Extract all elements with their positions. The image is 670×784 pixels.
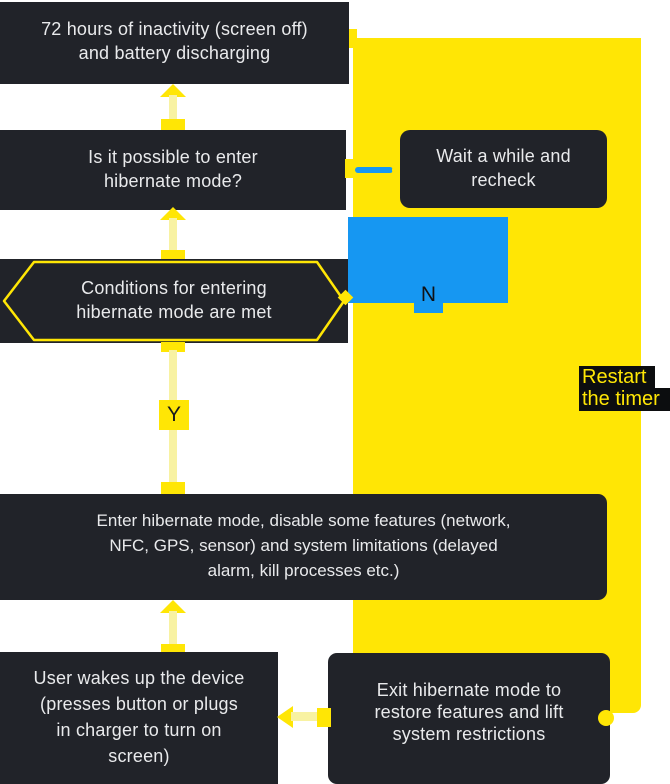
yellow-connector-top-tab (346, 29, 357, 48)
node-question-line1: Is it possible to enter (88, 147, 258, 167)
arrow-up-1-cap (161, 119, 185, 131)
node-wake-line1: User wakes up the device (33, 668, 245, 688)
blue-highlight (348, 217, 508, 303)
yes-branch-cap-top (161, 342, 185, 352)
arrow-up-3-shaft (169, 611, 177, 647)
arrow-left-shaft (291, 712, 320, 721)
node-conditions-line2: hibernate mode are met (76, 302, 272, 322)
node-wait-line1: Wait a while and (436, 146, 571, 166)
arrow-left-cap (317, 708, 331, 727)
node-enter-line1: Enter hibernate mode, disable some featu… (96, 511, 511, 530)
node-conditions-background (0, 259, 348, 343)
arrow-up-2-shaft (169, 218, 177, 252)
yellow-loop-end-dot (598, 710, 614, 726)
node-conditions-line1: Conditions for entering (81, 278, 267, 298)
node-user-wakes: User wakes up the device (presses button… (0, 652, 278, 784)
node-enter-line2: NFC, GPS, sensor) and system limitations… (109, 536, 498, 555)
label-restart-timer-line2: the timer (579, 388, 670, 411)
node-question-line2: hibernate mode? (103, 171, 243, 191)
node-exit-line2: restore features and lift (374, 702, 564, 722)
no-branch-arrow (355, 167, 393, 173)
node-wake-line3: in charger to turn on (56, 720, 222, 740)
node-exit-line1: Exit hibernate mode to (376, 680, 562, 700)
node-inactivity-line1: 72 hours of inactivity (screen off) (41, 19, 308, 39)
blue-highlight-tab (414, 303, 443, 313)
label-no: N (420, 283, 437, 306)
no-branch-connector-cap (345, 159, 356, 178)
node-wait-line2: recheck (471, 170, 536, 190)
node-wake-line4: screen) (108, 746, 170, 766)
node-conditions-hexagon: Conditions for entering hibernate mode a… (0, 259, 348, 343)
node-inactivity-line2: and battery discharging (78, 43, 271, 63)
arrow-up-1-shaft (169, 95, 177, 121)
node-question: Is it possible to enter hibernate mode? (0, 130, 346, 210)
label-restart-timer-line1: Restart (579, 366, 655, 388)
yes-branch-cap-bottom (161, 482, 185, 494)
node-inactivity: 72 hours of inactivity (screen off) and … (0, 2, 349, 84)
node-enter-line3: alarm, kill processes etc.) (207, 561, 400, 580)
node-enter-hibernate: Enter hibernate mode, disable some featu… (0, 494, 607, 600)
node-exit-line3: system restrictions (392, 724, 546, 744)
node-wait-recheck: Wait a while and recheck (400, 130, 607, 208)
node-exit-hibernate: Exit hibernate mode to restore features … (328, 653, 610, 784)
label-yes: Y (159, 400, 189, 430)
node-wake-line2: (presses button or plugs (40, 694, 238, 714)
arrow-up-3-cap (161, 644, 185, 654)
